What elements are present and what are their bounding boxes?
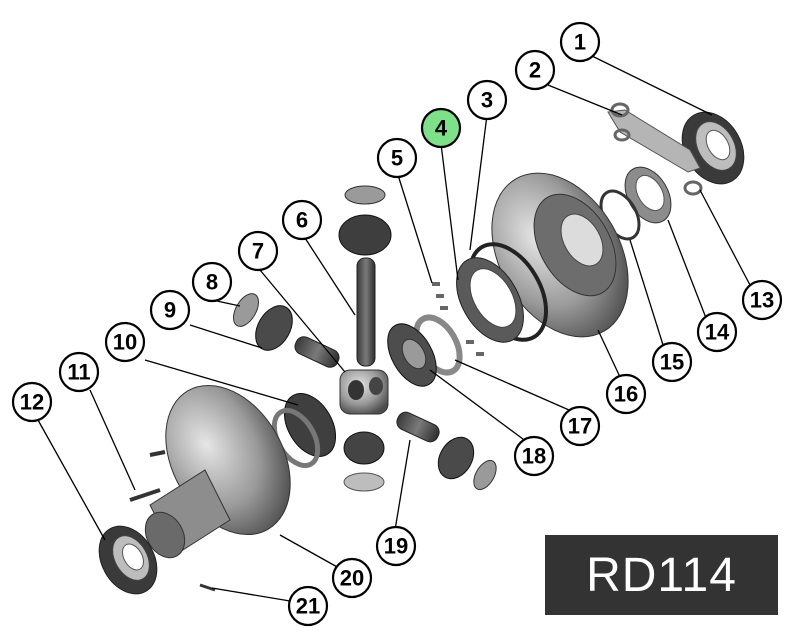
- part-lock-plate: [607, 102, 701, 173]
- svg-text:4: 4: [435, 116, 448, 141]
- part-right-pinion: [437, 436, 497, 491]
- svg-text:5: 5: [391, 146, 403, 171]
- svg-text:19: 19: [384, 534, 408, 559]
- callout-4-highlighted: 4: [420, 107, 462, 149]
- part-short-shaft: [396, 411, 440, 443]
- part-cross-shaft: [356, 257, 376, 367]
- callout-13: 13: [741, 279, 783, 321]
- part-spider-block: [339, 369, 389, 415]
- callout-10: 10: [104, 321, 146, 363]
- svg-text:12: 12: [20, 390, 44, 415]
- callout-16: 16: [605, 373, 647, 415]
- svg-text:18: 18: [522, 444, 546, 469]
- svg-text:11: 11: [67, 360, 90, 385]
- callout-2: 2: [514, 49, 556, 91]
- svg-text:6: 6: [296, 208, 308, 233]
- callout-21: 21: [287, 585, 329, 627]
- part-lower-pinion: [343, 431, 385, 492]
- part-pinion-gear-9: [255, 305, 293, 351]
- callout-3: 3: [466, 79, 508, 121]
- part-bearing-left: [98, 525, 158, 595]
- part-pins: [432, 282, 484, 356]
- callout-1: 1: [559, 21, 601, 63]
- svg-text:10: 10: [113, 330, 137, 355]
- callout-12: 12: [11, 381, 53, 423]
- svg-text:2: 2: [529, 58, 541, 83]
- svg-text:8: 8: [206, 270, 218, 295]
- model-code-badge: RD114: [545, 535, 778, 615]
- part-side-gear: [387, 323, 437, 387]
- svg-text:9: 9: [164, 298, 176, 323]
- svg-text:17: 17: [568, 414, 592, 439]
- callout-7: 7: [237, 230, 279, 272]
- svg-text:7: 7: [252, 239, 264, 264]
- svg-text:21: 21: [296, 594, 320, 619]
- callout-11: 11: [58, 351, 100, 393]
- callout-15: 15: [651, 341, 693, 383]
- part-pinion-shaft: [294, 336, 340, 368]
- svg-text:3: 3: [481, 88, 493, 113]
- leader-lines: [37, 54, 751, 603]
- callout-17: 17: [559, 405, 601, 447]
- part-diff-case: [144, 384, 291, 559]
- part-small-washer: [683, 180, 703, 196]
- callout-9: 9: [149, 289, 191, 331]
- model-code-text: RD114: [586, 548, 737, 602]
- svg-text:1: 1: [574, 30, 586, 55]
- svg-text:14: 14: [705, 320, 730, 345]
- callout-5: 5: [376, 137, 418, 179]
- callout-14: 14: [696, 311, 738, 353]
- callout-8: 8: [191, 261, 233, 303]
- svg-text:15: 15: [660, 350, 684, 375]
- part-bolts: [129, 450, 216, 592]
- callout-18: 18: [513, 435, 555, 477]
- svg-text:13: 13: [750, 288, 774, 313]
- svg-text:20: 20: [340, 566, 364, 591]
- part-clutch-ring: [456, 257, 524, 343]
- part-top-pinion: [338, 185, 392, 256]
- svg-text:16: 16: [614, 382, 638, 407]
- callout-6: 6: [281, 199, 323, 241]
- part-ring-housing: [491, 172, 629, 338]
- callout-19: 19: [375, 525, 417, 567]
- parts-illustration: [98, 102, 745, 595]
- callout-20: 20: [331, 557, 373, 599]
